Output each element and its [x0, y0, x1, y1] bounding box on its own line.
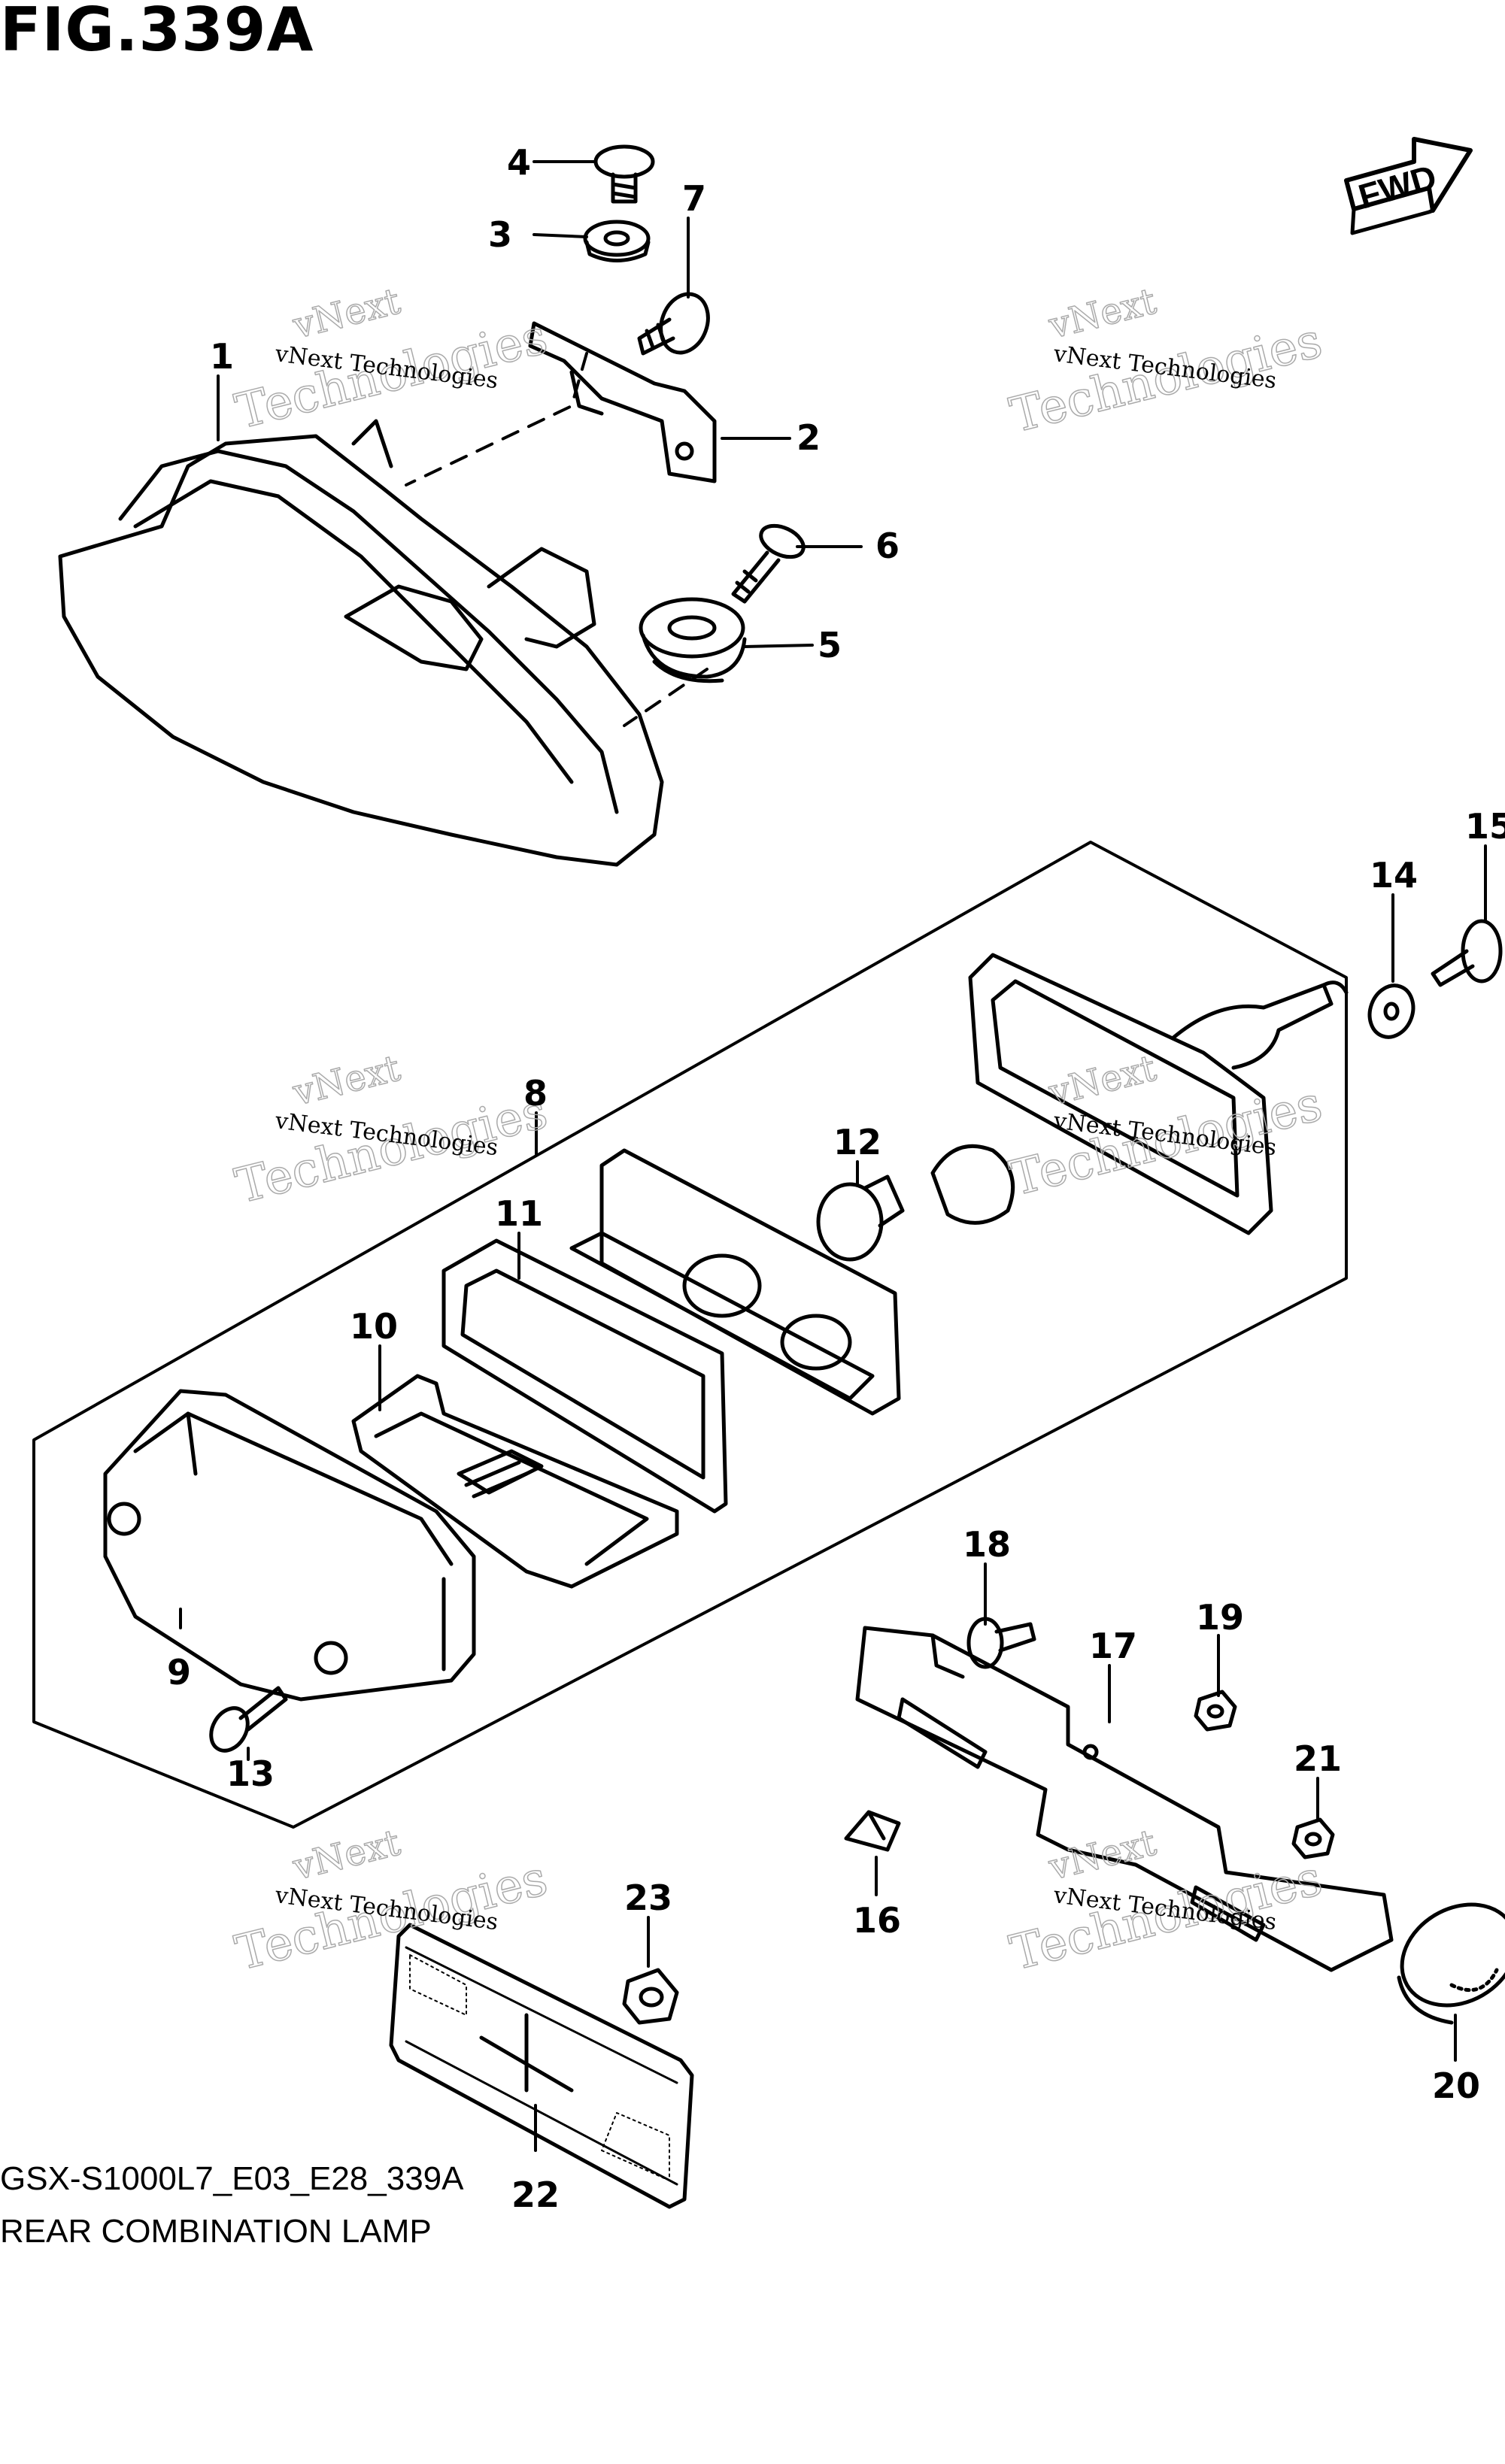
- part-13-screw: [209, 1686, 288, 1753]
- part-7-screw: [637, 292, 710, 356]
- fwd-label: FWD: [1354, 157, 1440, 217]
- part-12-bulb: [816, 1174, 905, 1262]
- callout-20: 20: [1432, 2065, 1480, 2106]
- callout-15: 15: [1465, 806, 1505, 847]
- fwd-arrow: FWD: [1344, 137, 1473, 235]
- part-17-license-bracket: [855, 1626, 1394, 1972]
- part-3-washer: [583, 220, 651, 262]
- callout-7: 7: [682, 178, 706, 219]
- callout-1: 1: [210, 336, 234, 377]
- part-4-screw: [593, 144, 655, 204]
- part-11-gasket: [441, 1238, 728, 1514]
- svg-text:vNext: vNext: [1044, 280, 1160, 347]
- callout-22: 22: [511, 2175, 560, 2215]
- diagram-code: GSX-S1000L7_E03_E28_339A: [0, 2160, 464, 2197]
- callout-labels: 1 2 3 4 5 6 7 8 9 10 11 12 13 14 15 16 1…: [167, 142, 1505, 2215]
- diagram-description: REAR COMBINATION LAMP: [0, 2213, 432, 2250]
- callout-23: 23: [624, 1878, 672, 1918]
- part-16-clip: [844, 1810, 901, 1852]
- part-5-grommet: [639, 597, 747, 683]
- part-23-nut: [622, 1968, 679, 2025]
- callout-19: 19: [1196, 1597, 1244, 1638]
- callout-4: 4: [507, 142, 531, 183]
- callout-11: 11: [495, 1193, 543, 1234]
- part-19-nut: [1194, 1690, 1237, 1732]
- part-9-lens: [103, 1389, 476, 1702]
- leader-lines: [179, 160, 1487, 2152]
- part-10-gasket: [351, 1374, 679, 1589]
- callout-9: 9: [167, 1652, 191, 1693]
- figure-title: FIG.339A: [0, 0, 314, 65]
- callout-3: 3: [488, 214, 512, 255]
- socket-housing: [569, 1144, 1015, 1416]
- callout-6: 6: [875, 526, 900, 566]
- svg-text:vNext: vNext: [1044, 1047, 1160, 1114]
- callout-14: 14: [1370, 855, 1418, 896]
- callout-2: 2: [796, 417, 821, 458]
- part-22-reflector-plate: [389, 1923, 694, 2209]
- lamp-base-plate: [968, 953, 1349, 1235]
- part-1-lamp-housing: [58, 419, 664, 867]
- part-20-reflector: [1397, 1902, 1505, 2025]
- callout-16: 16: [853, 1900, 901, 1941]
- part-14-washer: [1367, 983, 1415, 1039]
- svg-text:vNext: vNext: [288, 280, 404, 347]
- part-15-screw: [1431, 919, 1503, 987]
- svg-text:vNext: vNext: [1044, 1821, 1160, 1888]
- part-21-nut: [1291, 1817, 1335, 1859]
- svg-text:vNext: vNext: [288, 1047, 404, 1114]
- callout-21: 21: [1294, 1738, 1342, 1779]
- part-8-assembly-frame: [32, 841, 1348, 1829]
- callout-8: 8: [523, 1073, 548, 1114]
- watermark-labels: vNext Technologies vNext Technologies vN…: [273, 341, 1278, 1935]
- part-6-screw: [731, 523, 806, 604]
- svg-text:vNext: vNext: [288, 1821, 404, 1888]
- callout-5: 5: [818, 625, 842, 665]
- callout-17: 17: [1089, 1626, 1137, 1666]
- callout-18: 18: [963, 1524, 1011, 1565]
- callout-13: 13: [226, 1753, 275, 1794]
- callout-10: 10: [350, 1306, 398, 1347]
- callout-12: 12: [833, 1122, 881, 1162]
- part-2-bracket: [528, 321, 717, 483]
